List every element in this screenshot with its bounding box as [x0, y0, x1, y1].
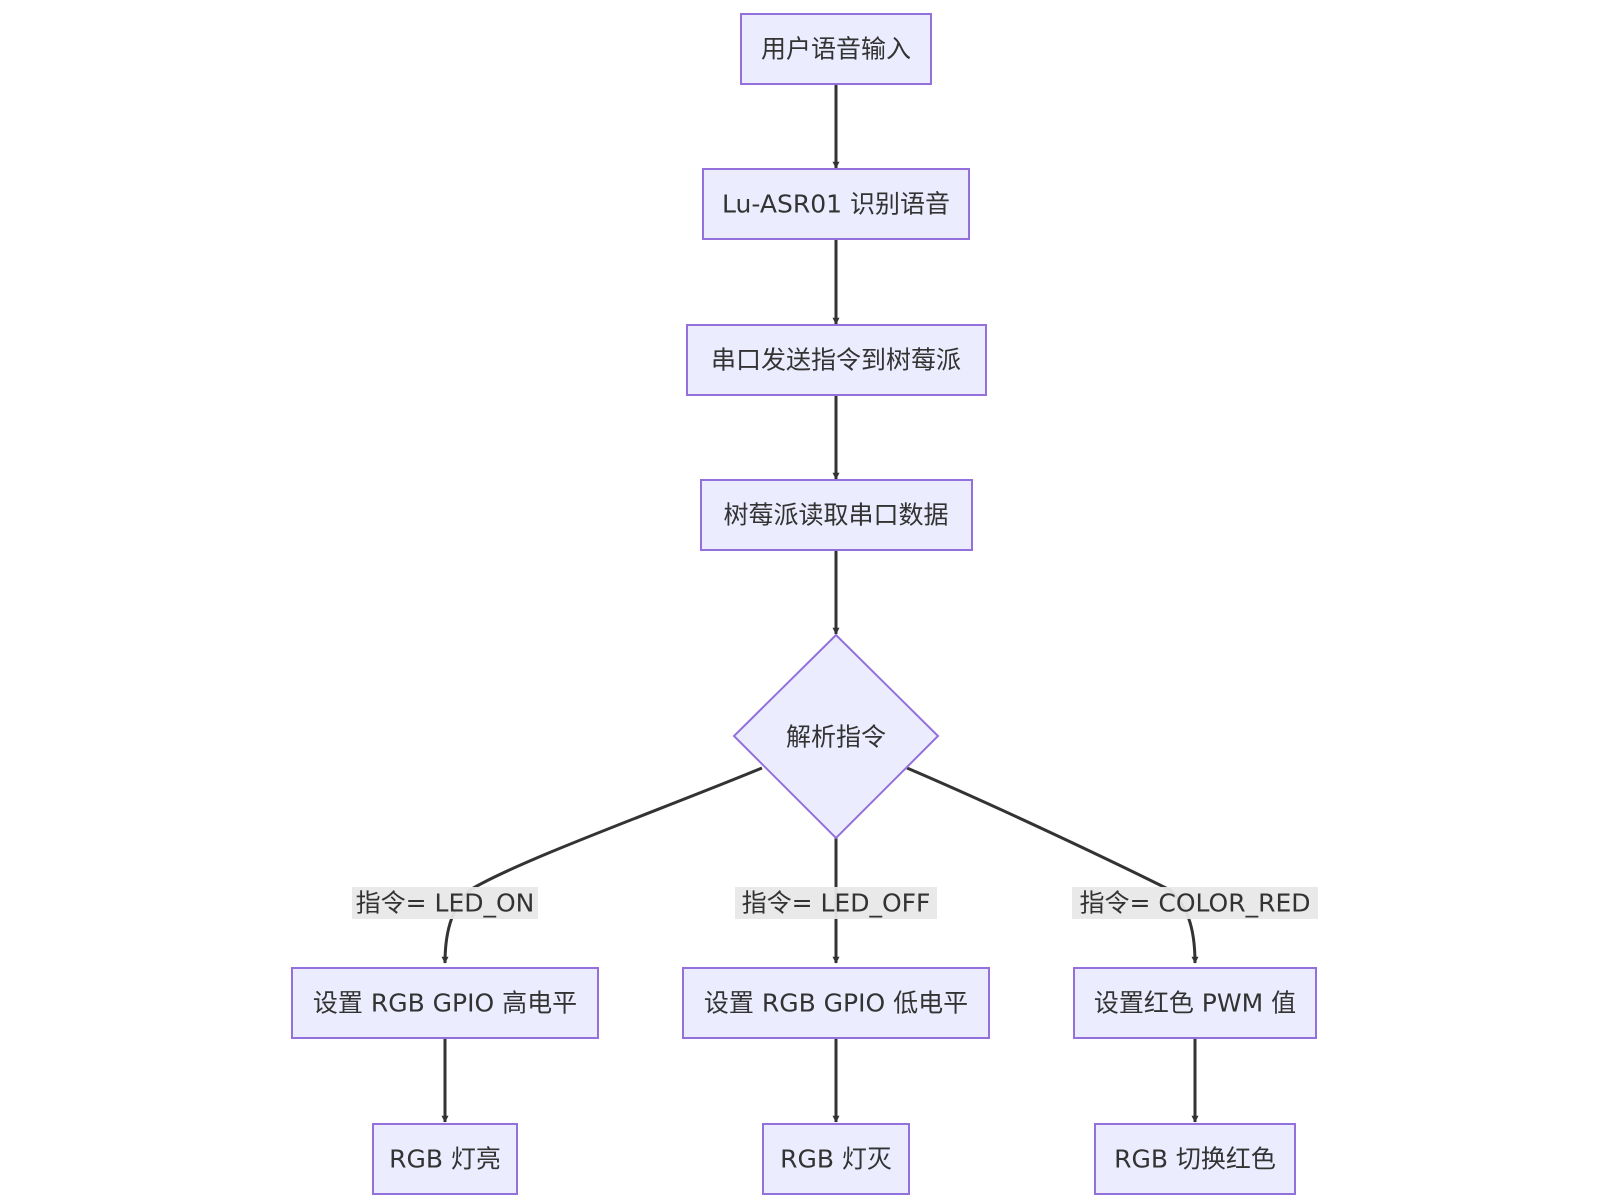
node-switch-red: RGB 切换红色: [1094, 1123, 1296, 1195]
node-led-off: RGB 灯灭: [762, 1123, 910, 1195]
edge-label-led-on-text: 指令= LED_ON: [356, 889, 535, 918]
node-asr-recognize-text: Lu-ASR01 识别语音: [722, 190, 950, 219]
node-set-high-text: 设置 RGB GPIO 高电平: [313, 989, 577, 1018]
node-parse-text: 解析指令: [786, 723, 886, 752]
edge-label-led-on: 指令= LED_ON: [352, 887, 538, 919]
node-set-red-pwm-text: 设置红色 PWM 值: [1094, 989, 1296, 1018]
edge-label-led-off-text: 指令= LED_OFF: [742, 889, 931, 918]
node-set-red-pwm: 设置红色 PWM 值: [1073, 967, 1317, 1039]
node-pi-read-text: 树莓派读取串口数据: [723, 501, 948, 530]
node-asr-recognize: Lu-ASR01 识别语音: [702, 168, 970, 240]
node-set-low-text: 设置 RGB GPIO 低电平: [704, 989, 968, 1018]
edge-parse-to-high: [441, 766, 763, 964]
node-led-on-text: RGB 灯亮: [389, 1145, 501, 1174]
edge-parse-to-red: [906, 766, 1199, 964]
node-switch-red-text: RGB 切换红色: [1114, 1145, 1276, 1174]
node-led-on: RGB 灯亮: [372, 1123, 518, 1195]
node-pi-read: 树莓派读取串口数据: [700, 479, 973, 551]
node-voice-input: 用户语音输入: [740, 13, 932, 85]
edge-label-led-off: 指令= LED_OFF: [735, 887, 937, 919]
node-serial-send: 串口发送指令到树莓派: [686, 324, 987, 396]
node-led-off-text: RGB 灯灭: [780, 1145, 892, 1174]
node-set-low: 设置 RGB GPIO 低电平: [682, 967, 990, 1039]
node-parse-decision: 解析指令: [732, 633, 940, 840]
edge-label-color-red: 指令= COLOR_RED: [1072, 887, 1318, 919]
node-serial-send-text: 串口发送指令到树莓派: [711, 346, 961, 375]
edge-label-color-red-text: 指令= COLOR_RED: [1079, 889, 1310, 918]
node-voice-input-text: 用户语音输入: [761, 35, 911, 64]
node-set-high: 设置 RGB GPIO 高电平: [291, 967, 599, 1039]
